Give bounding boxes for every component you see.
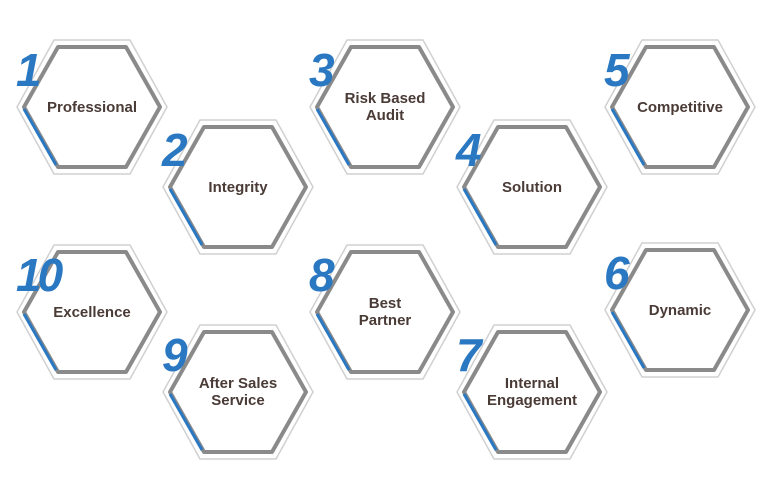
hexagon-label: Best Partner [358, 295, 412, 329]
hexagon-item: Competitive [602, 37, 758, 177]
item-number: 7 [456, 329, 482, 381]
item-number: 1 [16, 44, 42, 96]
hexagon-shape [309, 39, 461, 175]
hexagon-shape [309, 244, 461, 380]
hexagon-item: Best Partner [307, 242, 463, 382]
hexagon-shape [162, 119, 314, 255]
hexagon-shape [604, 242, 756, 378]
hexagon-shape [162, 324, 314, 460]
hexagon-shape [456, 324, 608, 460]
hexagon-shape [604, 39, 756, 175]
hexagon-label: Dynamic [648, 301, 712, 319]
item-number: 8 [309, 249, 335, 301]
hexagon-label: Competitive [637, 98, 723, 116]
hexagon-shape [16, 39, 168, 175]
hexagon-item: Solution [454, 117, 610, 257]
item-number: 4 [456, 124, 482, 176]
hexagon-label: Risk Based Audit [344, 90, 426, 124]
item-number: 3 [309, 44, 335, 96]
hexagon-label: Professional [46, 98, 138, 116]
hexagon-label: Solution [502, 178, 562, 196]
hexagon-item: After Sales Service [160, 322, 316, 462]
item-number: 9 [162, 329, 188, 381]
hexagon-shape [16, 244, 168, 380]
hexagon-item: Professional [14, 37, 170, 177]
hexagon-item: Risk Based Audit [307, 37, 463, 177]
hexagon-item: Internal Engagement [454, 322, 610, 462]
hexagon-item: Integrity [160, 117, 316, 257]
item-number: 2 [162, 124, 188, 176]
item-number: 6 [604, 247, 630, 299]
hexagon-label: Integrity [208, 178, 268, 196]
hexagon-label: Internal Engagement [486, 375, 577, 409]
hexagon-label: After Sales Service [198, 375, 278, 409]
hexagon-label: Excellence [53, 303, 131, 321]
item-number: 5 [604, 44, 630, 96]
hexagon-item: Excellence [14, 242, 170, 382]
item-number: 10 [16, 249, 63, 301]
hexagon-item: Dynamic [602, 240, 758, 380]
hexagon-shape [456, 119, 608, 255]
